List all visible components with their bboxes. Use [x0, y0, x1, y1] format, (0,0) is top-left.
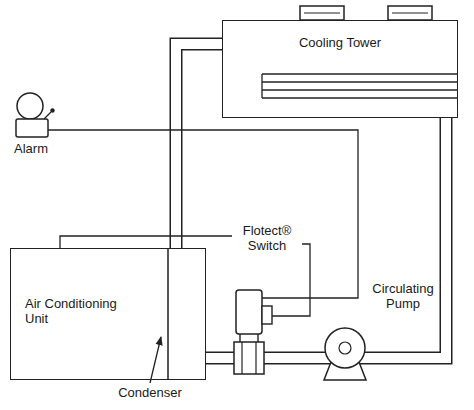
- louver-line: [262, 81, 458, 82]
- switch-head: [236, 290, 262, 334]
- fitting-detail: [241, 342, 242, 374]
- fan-housing: [388, 6, 432, 20]
- alarm-striker: [50, 108, 54, 112]
- leader-arrow: [150, 337, 161, 383]
- pump-casing: [325, 328, 365, 368]
- pipe: [206, 118, 446, 358]
- alarm-striker: [44, 112, 51, 119]
- fan-detail: [304, 13, 340, 14]
- alarm-bell: [17, 93, 43, 119]
- part-label: Circulating Pump: [370, 282, 436, 312]
- switch-wire: [60, 236, 232, 248]
- louver-line: [262, 89, 458, 90]
- part-label: Alarm: [14, 142, 48, 157]
- switch-boss: [262, 306, 272, 324]
- pipe-bore: [206, 118, 446, 358]
- ac-unit: Air Conditioning Unit: [10, 248, 206, 380]
- part-label: Condenser: [118, 386, 182, 401]
- part-label: Flotect® Switch: [236, 224, 298, 254]
- alarm-base: [16, 119, 48, 137]
- switch-fitting: [234, 342, 264, 374]
- condenser-divider: [167, 248, 169, 380]
- cooling-tower: Cooling Tower: [222, 20, 458, 118]
- pipe-wall: [176, 44, 222, 248]
- node-title: Cooling Tower: [299, 36, 381, 51]
- pipe-bore: [176, 44, 222, 248]
- switch-wire: [272, 244, 310, 316]
- pipe: [176, 44, 222, 248]
- fan-housing: [300, 6, 344, 20]
- alarm-wire: [48, 130, 358, 298]
- fitting-detail: [255, 342, 256, 374]
- louver-line: [261, 74, 262, 98]
- fan-detail: [392, 13, 428, 14]
- louver-line: [262, 97, 458, 98]
- louver-line: [262, 73, 458, 74]
- pipe-wall: [206, 118, 446, 358]
- pump-hub: [339, 342, 351, 354]
- node-title: Air Conditioning Unit: [25, 297, 137, 327]
